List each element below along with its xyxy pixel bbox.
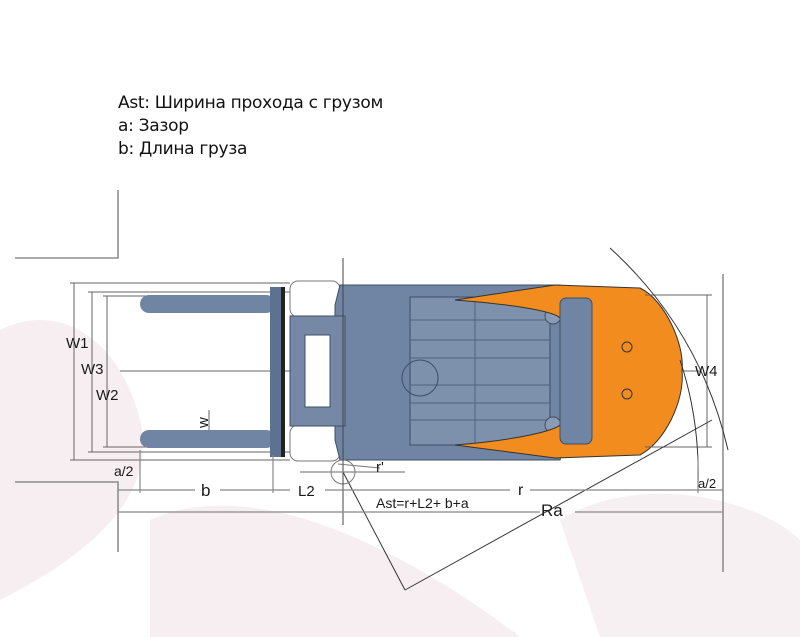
label-b: b [201,481,210,500]
label-ra: Ra [541,501,563,520]
label-w2: W2 [96,387,119,404]
legend-b: b: Длина груза [118,139,248,159]
label-w: w [195,417,212,429]
label-r: r [518,482,524,499]
label-w3: W3 [81,361,104,378]
label-formula: Ast=r+L2+ b+a [376,495,469,511]
label-w1: W1 [66,335,89,352]
turning-radius [330,247,729,591]
aisle-walls [15,190,724,572]
legend-a: a: Зазор [118,116,189,136]
legend: Ast: Ширина прохода с грузом a: Зазор b:… [118,92,383,161]
chassis [289,284,566,461]
label-r-prime: r' [376,459,384,476]
legend-ast: Ast: Ширина прохода с грузом [118,93,384,113]
bottom-dimensions [118,450,723,513]
label-a-half-left: a/2 [114,463,134,479]
label-w4: W4 [695,363,718,380]
w4-dimension [645,294,712,448]
forks [140,287,285,457]
counterweight [454,284,683,459]
label-a-half-right: a/2 [698,476,716,491]
label-l2: L2 [298,483,315,500]
